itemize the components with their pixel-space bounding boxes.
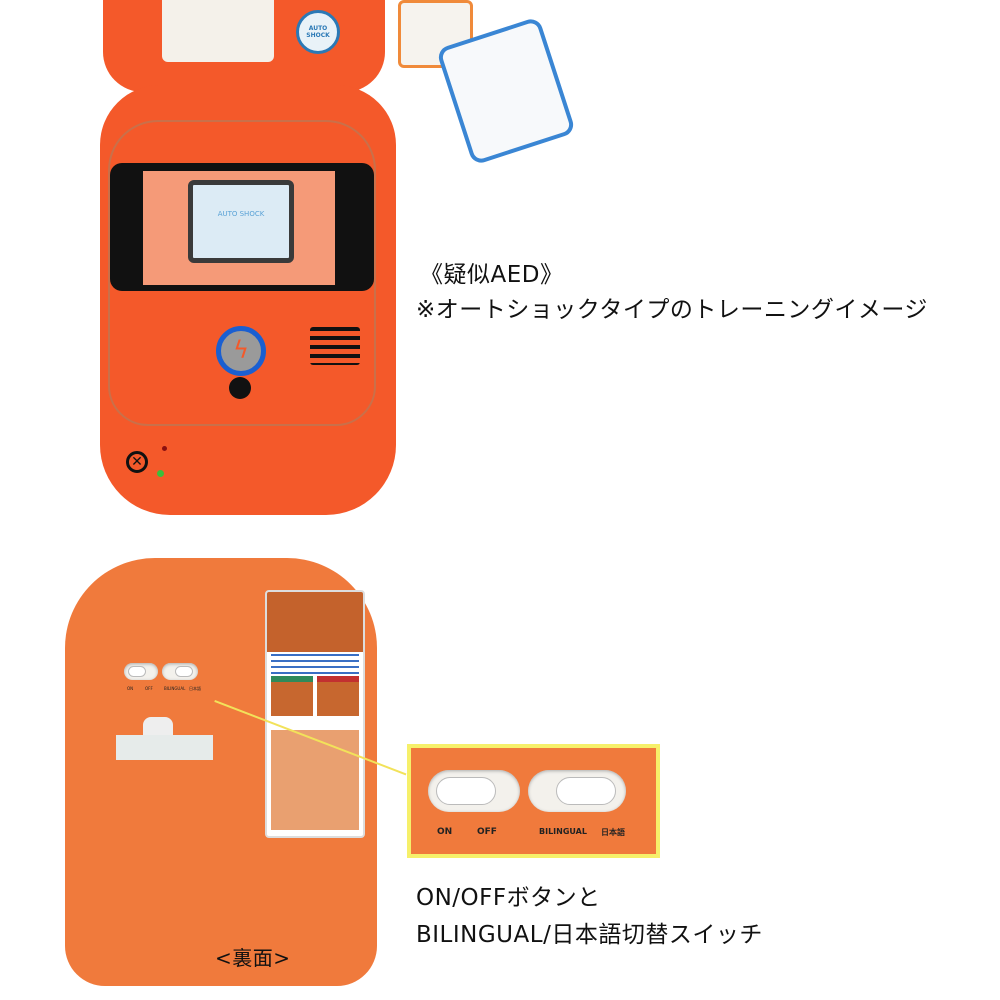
- crossed-circle-icon: ✕: [126, 451, 148, 473]
- shock-button[interactable]: ϟ: [216, 326, 266, 376]
- inner-panel: [108, 120, 376, 426]
- auto-shock-badge: AUTO SHOCK: [296, 10, 340, 54]
- black-button[interactable]: [229, 377, 251, 399]
- front-note: ※オートショックタイプのトレーニングイメージ: [416, 297, 928, 323]
- switch-label-japanese: 日本語: [189, 686, 201, 691]
- front-aed-device: AUTO SHOCK AUTO SHOCK ϟ ✕: [0, 0, 577, 520]
- back-label: <裏面>: [215, 946, 291, 970]
- closeup-label-bilingual: BILINGUAL: [539, 827, 587, 836]
- lightning-icon: ϟ: [233, 336, 249, 364]
- switch-label-on: ON: [127, 686, 134, 691]
- on-off-switch-closeup: [428, 770, 520, 812]
- green-led: [157, 470, 164, 477]
- closeup-label-off: OFF: [477, 827, 497, 837]
- mount-tab: [143, 717, 173, 737]
- back-caption-line2: BILINGUAL/日本語切替スイッチ: [416, 922, 763, 948]
- closeup-label-japanese: 日本語: [601, 828, 625, 837]
- switch-closeup: ON OFF BILINGUAL 日本語: [407, 744, 660, 858]
- closeup-label-on: ON: [437, 827, 453, 837]
- on-off-switch[interactable]: [124, 663, 158, 680]
- mount-plate: [116, 735, 213, 760]
- language-switch-closeup: [528, 770, 626, 812]
- speaker-grille: [310, 327, 360, 365]
- switch-label-off: OFF: [145, 686, 153, 691]
- back-caption-line1: ON/OFFボタンと: [416, 885, 601, 911]
- language-switch[interactable]: [162, 663, 198, 680]
- instruction-label: [265, 590, 365, 838]
- front-title: 《疑似AED》: [420, 262, 564, 288]
- red-led: [162, 446, 167, 451]
- instruction-illustration: [162, 0, 274, 62]
- lcd-display: AUTO SHOCK: [188, 180, 294, 263]
- switch-label-bilingual: BILINGUAL: [164, 686, 186, 691]
